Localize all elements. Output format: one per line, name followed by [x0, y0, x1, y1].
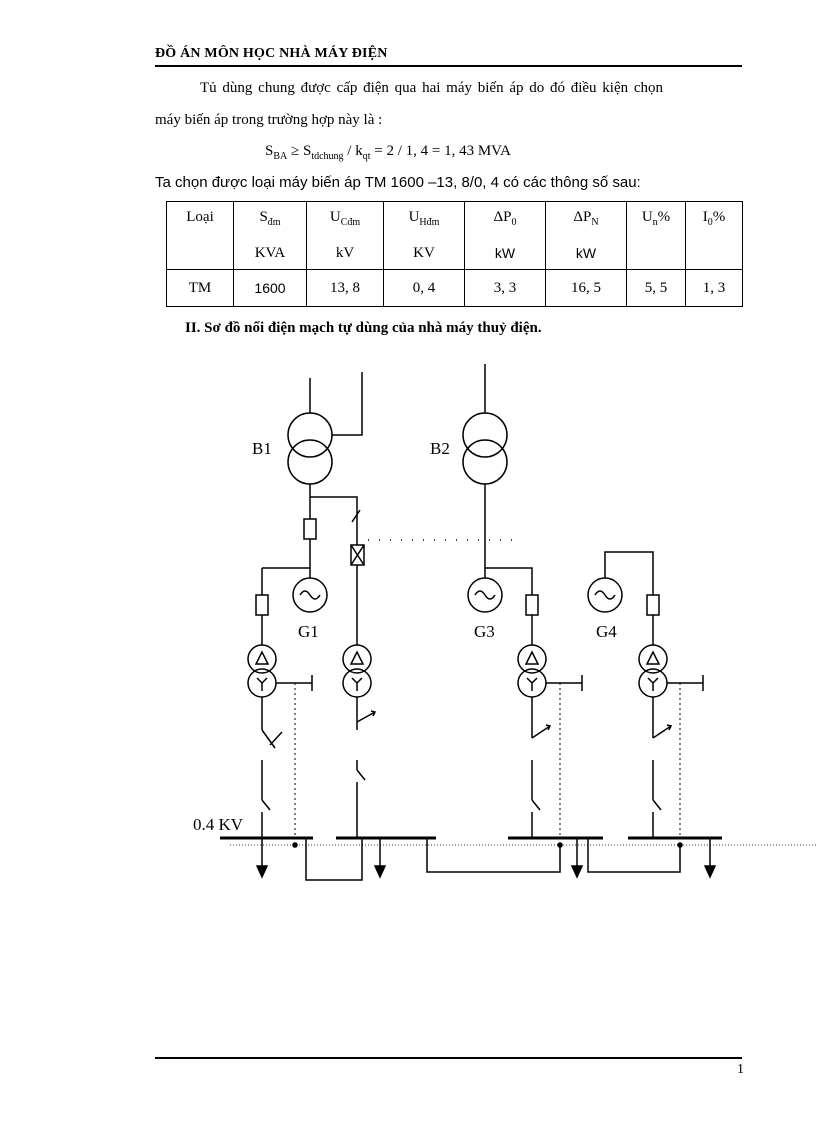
label-g3: G3 — [474, 622, 495, 641]
table-row: TM 1600 13, 8 0, 4 3, 3 16, 5 5, 5 1, 3 — [166, 269, 743, 307]
table-header-cell: Loại — [166, 201, 234, 270]
table-header-cell: I0% — [685, 201, 743, 270]
sizing-formula: SBA ≥ Stdchung / kqt = 2 / 1, 4 = 1, 43 … — [265, 143, 511, 162]
table-cell: 1600 — [233, 269, 307, 307]
paragraph-transformer-choice: Ta chọn được loại máy biến áp TM 1600 –1… — [155, 174, 641, 191]
paragraph-line-2: máy biến áp trong trường hợp này là : — [155, 112, 383, 128]
label-g4: G4 — [596, 622, 617, 641]
table-header-cell: Sđm KVA — [233, 201, 307, 270]
table-cell: 0, 4 — [383, 269, 465, 307]
outgoing-feeder-arrows — [255, 838, 717, 879]
generator-g4-icon — [587, 577, 623, 613]
generator-g3-icon — [467, 577, 503, 613]
table-header-cell: Un% — [626, 201, 686, 270]
table-header-cell: ΔP0 kW — [464, 201, 546, 270]
table-cell: 5, 5 — [626, 269, 686, 307]
table-header-row: Loại Sđm KVA UCđm kV UHđm KV ΔP0 kW ΔPN … — [166, 201, 743, 270]
transformer-b1 — [287, 372, 363, 497]
table-header-cell: UCđm kV — [306, 201, 384, 270]
footer-rule — [155, 1057, 742, 1059]
label-b1: B1 — [252, 439, 272, 458]
table-cell: 16, 5 — [545, 269, 627, 307]
label-g1: G1 — [298, 622, 319, 641]
transformer-b2 — [462, 364, 508, 545]
header-rule — [155, 65, 742, 67]
page-number: 1 — [737, 1062, 744, 1077]
transformer-spec-table: Loại Sđm KVA UCđm kV UHđm KV ΔP0 kW ΔPN … — [166, 201, 743, 307]
generator-g1-icon — [292, 577, 328, 613]
table-cell: 3, 3 — [464, 269, 546, 307]
table-header-cell: UHđm KV — [383, 201, 465, 270]
table-header-cell: ΔPN kW — [545, 201, 627, 270]
paragraph-line-1: Tủ dùng chung được cấp điện qua hai máy … — [200, 80, 664, 96]
header-title: ĐỒ ÁN MÔN HỌC NHÀ MÁY ĐIỆN — [155, 46, 388, 61]
auxiliary-power-diagram: B1 B2 G1 — [193, 364, 816, 881]
label-voltage: 0.4 KV — [193, 815, 244, 834]
section-title: II. Sơ đồ nối điện mạch tự dùng của nhà … — [185, 320, 542, 336]
table-cell: 1, 3 — [685, 269, 743, 307]
table-cell: TM — [166, 269, 234, 307]
label-b2: B2 — [430, 439, 450, 458]
table-cell: 13, 8 — [306, 269, 384, 307]
